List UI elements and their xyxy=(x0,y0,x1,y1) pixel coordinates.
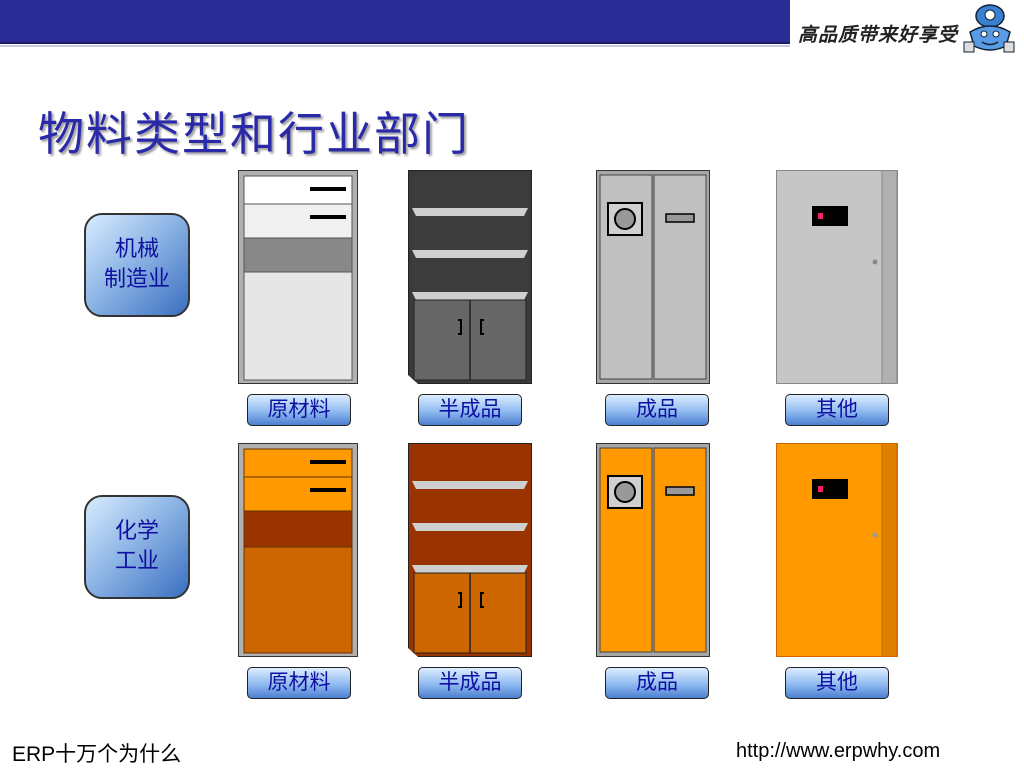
industry-line2: 工业 xyxy=(114,549,159,574)
semi-finished-cabinet-icon xyxy=(408,443,532,657)
label-finished-product: 成品 xyxy=(605,667,709,699)
other-cabinet-icon xyxy=(776,170,898,384)
label-other: 其他 xyxy=(785,394,889,426)
industry-chemical-badge: 化学 工业 xyxy=(84,495,190,599)
label-finished-product: 成品 xyxy=(605,394,709,426)
footer-brand: ERP十万个为什么 xyxy=(12,743,182,766)
raw-material-cabinet-icon xyxy=(238,443,358,657)
label-raw-material: 原材料 xyxy=(247,394,351,426)
industry-line1: 机械 xyxy=(114,237,159,262)
header-slogan: 高品质带来好享受 xyxy=(798,24,959,46)
industry-line2: 制造业 xyxy=(103,267,170,292)
label-raw-material: 原材料 xyxy=(247,667,351,699)
page-title: 物料类型和行业部门 xyxy=(38,107,470,161)
mascot-icon xyxy=(963,4,1015,53)
finished-product-cabinet-icon xyxy=(596,170,710,384)
footer-url[interactable]: http://www.erpwhy.com xyxy=(736,740,941,762)
finished-product-cabinet-icon xyxy=(596,443,710,657)
industry-machinery-badge: 机械 制造业 xyxy=(84,213,190,317)
label-semi-finished: 半成品 xyxy=(418,394,522,426)
label-semi-finished: 半成品 xyxy=(418,667,522,699)
header-bar xyxy=(0,0,790,44)
header-divider xyxy=(0,45,790,47)
raw-material-cabinet-icon xyxy=(238,170,358,384)
label-other: 其他 xyxy=(785,667,889,699)
other-cabinet-icon xyxy=(776,443,898,657)
semi-finished-cabinet-icon xyxy=(408,170,532,384)
header-logo: 高品质带来好享受 xyxy=(792,0,1024,58)
industry-line1: 化学 xyxy=(114,519,159,544)
